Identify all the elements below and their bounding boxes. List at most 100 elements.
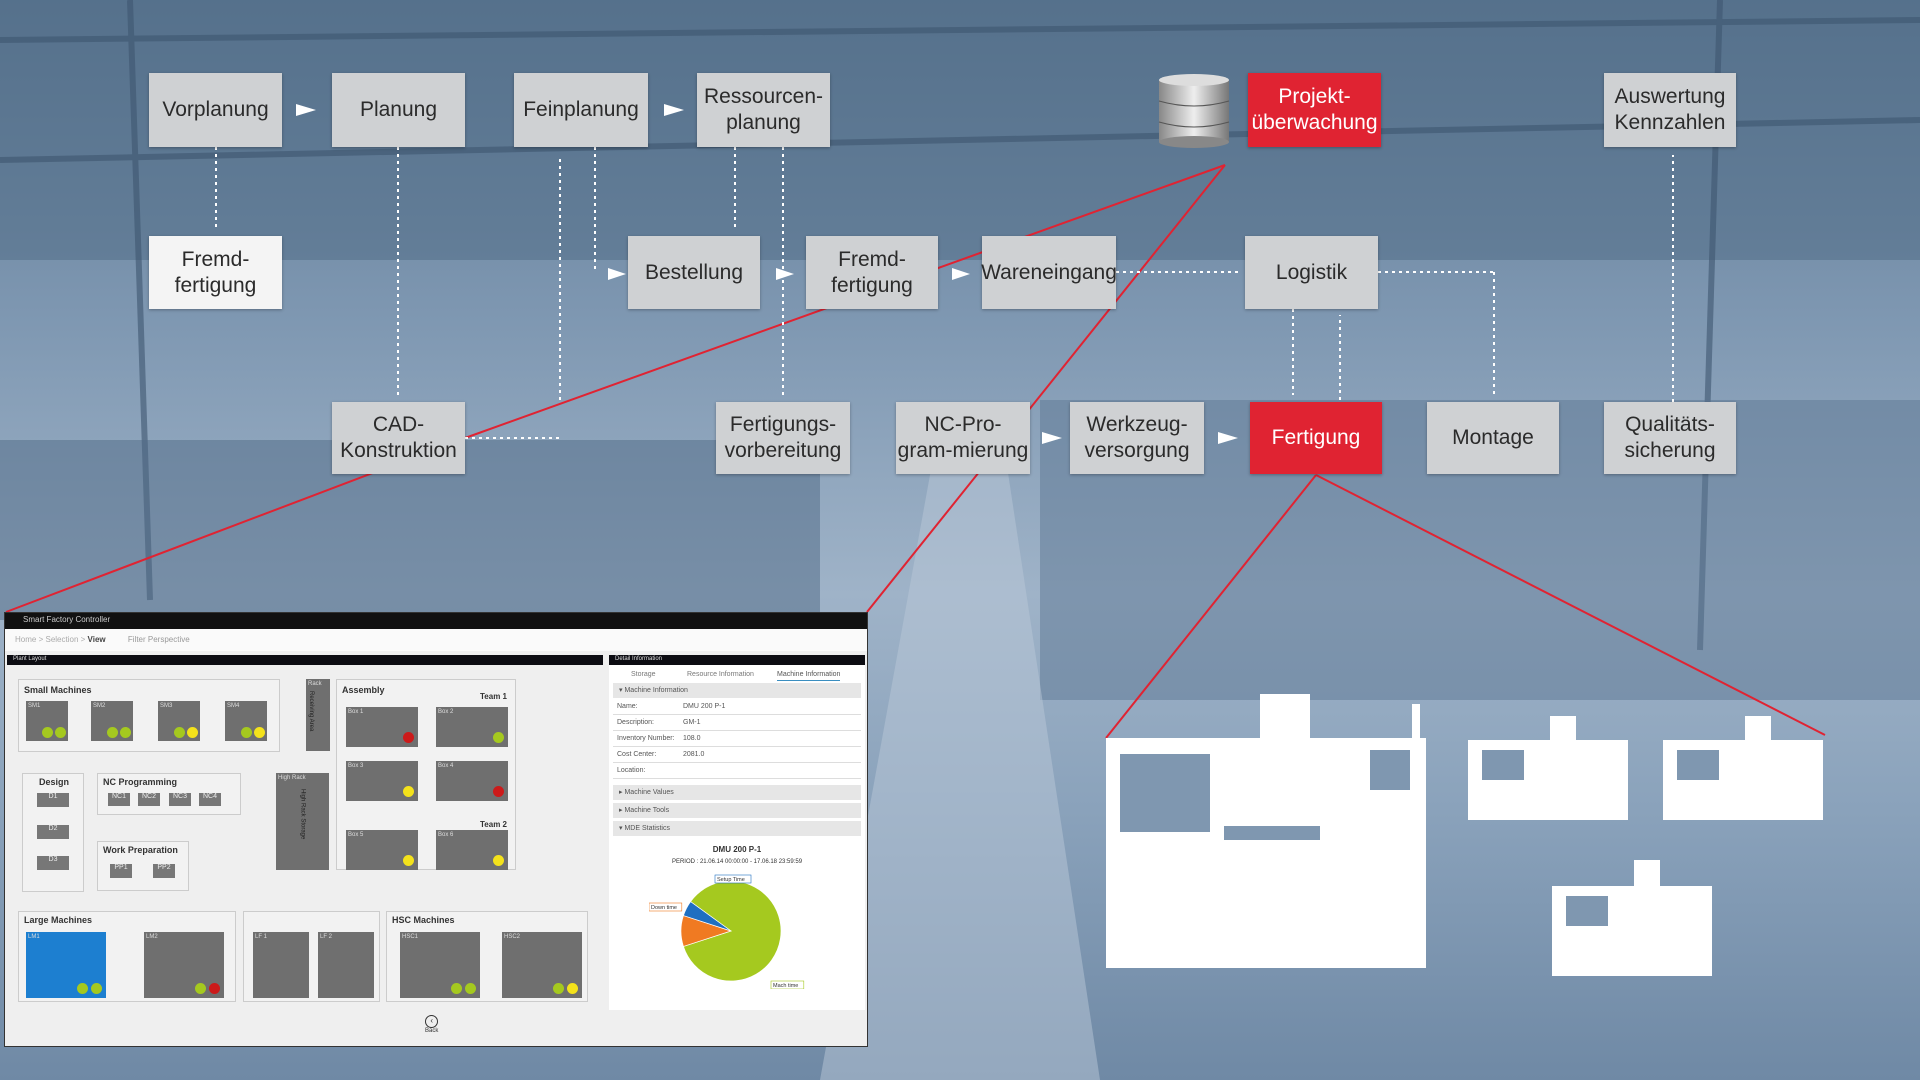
label: CAD- Konstruktion — [340, 413, 457, 462]
machine-label: SM1 — [28, 703, 41, 709]
box-label: Box 4 — [438, 763, 454, 769]
group-small-machines: Small Machines SM1 SM2 SM3 SM4 — [18, 679, 280, 752]
flow-projektueberwachung: Projekt- überwachung — [1248, 73, 1381, 147]
assembly-box-3[interactable]: Box 3 — [346, 761, 418, 801]
machine-sm2[interactable]: SM2 — [91, 701, 133, 741]
filter-perspective-link[interactable]: Filter Perspective — [127, 635, 190, 644]
window-title: Smart Factory Controller — [23, 615, 111, 624]
machine-sm1[interactable]: SM1 — [26, 701, 68, 741]
section-label: Machine Information — [624, 687, 688, 694]
design-d2[interactable]: D2 — [37, 825, 69, 839]
flow-werkzeugversorgung: Werkzeug- versorgung — [1070, 402, 1204, 474]
field-inventory-number: Inventory Number:108.0 — [613, 732, 861, 747]
box-label: Box 1 — [348, 709, 364, 715]
field-label: Description: — [617, 719, 654, 726]
label: Projekt- überwachung — [1251, 85, 1378, 134]
chart-period: PERIOD : 21.06.14 00:00:00 - 17.06.18 23… — [671, 859, 803, 865]
label: Ressourcen- planung — [703, 85, 824, 134]
field-label: Location: — [617, 767, 646, 774]
back-button[interactable]: ‹ Back — [425, 1015, 438, 1034]
group-hsc-machines: HSC Machines HSC1 HSC2 — [386, 911, 588, 1002]
flow-fremdfertigung-2: Fremd- fertigung — [806, 236, 938, 309]
assembly-box-1[interactable]: Box 1 — [346, 707, 418, 747]
breadcrumb-home[interactable]: Home — [15, 635, 37, 644]
cost-center-value[interactable]: 2081.0 — [683, 751, 705, 758]
section-mde-statistics[interactable]: ▾ MDE Statistics — [613, 821, 861, 836]
pie-label: Mach time — [773, 983, 798, 989]
flow-bestellung: Bestellung — [628, 236, 760, 309]
tab-resource-information[interactable]: Resource Information — [687, 671, 754, 678]
label: Fertigung — [1271, 426, 1361, 449]
tab-machine-information[interactable]: Machine Information — [777, 671, 841, 681]
machine-sm3[interactable]: SM3 — [158, 701, 200, 741]
flow-ressourcenplanung: Ressourcen- planung — [697, 73, 830, 147]
label: Fremd- fertigung — [174, 247, 257, 297]
pie-label: Setup Time — [717, 877, 745, 883]
lf-1[interactable]: LF 1 — [253, 932, 309, 998]
label: Planung — [359, 98, 438, 121]
group-title: Large Machines — [24, 915, 93, 925]
detail-header: Detail Information — [609, 655, 865, 665]
group-title: Design — [39, 777, 70, 787]
lf-2[interactable]: LF 2 — [318, 932, 374, 998]
machine-hsc2[interactable]: HSC2 — [502, 932, 582, 998]
breadcrumb-view[interactable]: View — [87, 635, 106, 644]
machine-hsc1[interactable]: HSC1 — [400, 932, 480, 998]
receiving-label: Receiving Area — [308, 691, 314, 732]
label: Montage — [1452, 426, 1534, 449]
nc-1[interactable]: NC1 — [108, 793, 130, 806]
flow-fertigungsvorbereitung: Fertigungs- vorbereitung — [716, 402, 850, 474]
label: Logistik — [1275, 260, 1348, 284]
pie-label-bg — [714, 874, 752, 884]
flow-fertigung: Fertigung — [1250, 402, 1382, 474]
label: NC-Pro- gram-mierung — [897, 413, 1029, 462]
group-title: Assembly — [342, 685, 385, 695]
nc-2[interactable]: NC2 — [138, 793, 160, 806]
pie-label-bg — [649, 902, 683, 912]
machine-lm1-selected[interactable]: LM1 — [26, 932, 106, 998]
section-machine-information[interactable]: ▾ Machine Information — [613, 683, 861, 698]
group-work-preparation: Work Preparation PP1 PP2 — [97, 841, 189, 891]
flow-qualitaetssicherung: Qualitäts- sicherung — [1604, 402, 1736, 474]
flow-auswertung-kennzahlen: Auswertung Kennzahlen — [1604, 73, 1736, 147]
small-machine-icon — [1663, 716, 1823, 820]
tab-storage[interactable]: Storage — [631, 671, 656, 678]
rack-label: Rack — [308, 681, 322, 687]
section-machine-values[interactable]: ▸ Machine Values — [613, 785, 861, 800]
design-d3[interactable]: D3 — [37, 856, 69, 870]
machine-sm4[interactable]: SM4 — [225, 701, 267, 741]
assembly-box-4[interactable]: Box 4 — [436, 761, 508, 801]
description-value[interactable]: GM-1 — [683, 719, 701, 726]
assembly-box-5[interactable]: Box 5 — [346, 830, 418, 870]
nc-4[interactable]: NC4 — [199, 793, 221, 806]
name-value[interactable]: DMU 200 P-1 — [683, 703, 726, 710]
assembly-box-6[interactable]: Box 6 — [436, 830, 508, 870]
machine-label: SM3 — [160, 703, 173, 709]
label: Werkzeug- versorgung — [1084, 413, 1190, 462]
flow-fremdfertigung-1: Fremd- fertigung — [149, 236, 282, 309]
label: Wareneingang — [981, 260, 1117, 284]
small-machine-icon — [1468, 716, 1628, 820]
pp-2[interactable]: PP2 — [153, 864, 175, 878]
flow-planung: Planung — [332, 73, 465, 147]
inventory-value[interactable]: 108.0 — [683, 735, 701, 742]
nc-3[interactable]: NC3 — [169, 793, 191, 806]
sep: > — [38, 635, 44, 644]
breadcrumb-selection[interactable]: Selection — [45, 635, 79, 644]
pp-1[interactable]: PP1 — [110, 864, 132, 878]
group-nc-programming: NC Programming NC1 NC2 NC3 NC4 — [97, 773, 241, 815]
sep: > — [80, 635, 86, 644]
label: Feinplanung — [523, 98, 639, 121]
flow-vorplanung: Vorplanung — [149, 73, 282, 147]
assembly-box-2[interactable]: Box 2 — [436, 707, 508, 747]
design-d1[interactable]: D1 — [37, 793, 69, 807]
label: Fertigungs- vorbereitung — [724, 413, 842, 462]
group-title: NC Programming — [103, 777, 178, 787]
section-machine-tools[interactable]: ▸ Machine Tools — [613, 803, 861, 818]
flow-nc-programmierung: NC-Pro- gram-mierung — [896, 402, 1030, 474]
machine-lm2[interactable]: LM2 — [144, 932, 224, 998]
section-label: Machine Tools — [624, 807, 670, 814]
